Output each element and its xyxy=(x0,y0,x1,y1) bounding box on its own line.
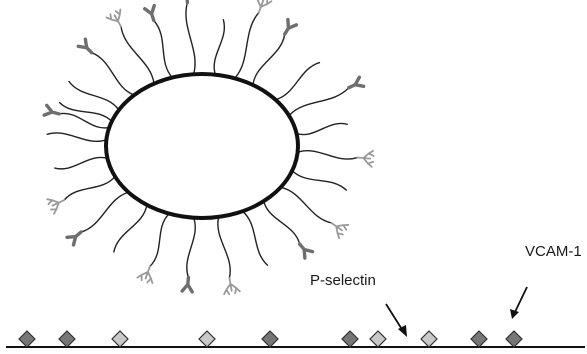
polymer-tether xyxy=(59,102,112,121)
polymer-tether xyxy=(186,3,195,75)
vcam-1-label: VCAM-1 xyxy=(525,243,582,260)
antibody-icon xyxy=(182,277,193,292)
polymer-tether xyxy=(114,205,147,253)
antibody-icon xyxy=(347,77,364,92)
antibody-icon xyxy=(181,0,192,3)
polymer-tether xyxy=(47,133,107,141)
polymer-tether xyxy=(214,19,224,74)
polymer-tether xyxy=(81,192,129,232)
vcam-1-molecule xyxy=(471,331,487,347)
vcam-1-molecule xyxy=(59,331,75,347)
polymer-tether xyxy=(264,201,300,244)
substrate-molecules xyxy=(19,331,522,347)
polymer-tether xyxy=(235,13,259,79)
p-selectin-molecule xyxy=(370,331,386,347)
polymer-tether xyxy=(289,88,349,116)
polymer-tether xyxy=(276,62,321,99)
polymer-tether xyxy=(243,211,268,265)
antibody-icon xyxy=(280,20,296,37)
polymer-tether xyxy=(253,34,285,85)
branched-ligand-icon xyxy=(222,277,241,296)
p-selectin-molecule xyxy=(421,331,437,347)
antibody-icon xyxy=(44,105,60,118)
branched-ligand-icon xyxy=(106,9,128,31)
p-selectin-label: P-selectin xyxy=(310,272,376,289)
polymer-tether xyxy=(292,171,347,191)
polymer-tether xyxy=(281,187,332,223)
polymer-tether xyxy=(121,27,154,84)
p-selectin-molecule xyxy=(112,331,128,347)
polymer-tether xyxy=(64,176,115,200)
vcam-1-arrow xyxy=(510,287,527,319)
particle-body xyxy=(106,74,298,218)
polymer-tether xyxy=(69,81,119,110)
antibody-icon xyxy=(145,6,159,22)
branched-ligand-icon xyxy=(327,216,349,238)
polymer-tether xyxy=(92,53,134,95)
polymer-tether xyxy=(298,151,358,159)
p-selectin-arrow xyxy=(386,304,407,337)
vcam-1-molecule xyxy=(506,331,522,347)
antibody-icon xyxy=(78,39,95,56)
branched-ligand-icon xyxy=(46,193,67,214)
vcam-1-molecule xyxy=(19,331,35,347)
polymer-tether xyxy=(154,21,173,78)
p-selectin-molecule xyxy=(199,331,215,347)
polymer-tether xyxy=(54,157,107,168)
branched-ligand-icon xyxy=(357,150,374,167)
antibody-icon xyxy=(296,241,313,258)
polymer-tether xyxy=(150,214,169,267)
polymer-tether xyxy=(218,217,230,278)
antibody-icon xyxy=(67,228,84,245)
branched-ligand-icon xyxy=(137,264,158,285)
polymer-tether xyxy=(297,123,348,134)
vcam-1-molecule xyxy=(262,331,278,347)
vcam-1-molecule xyxy=(342,331,358,347)
branched-ligand-icon xyxy=(251,0,272,15)
polymer-tether xyxy=(187,218,195,278)
